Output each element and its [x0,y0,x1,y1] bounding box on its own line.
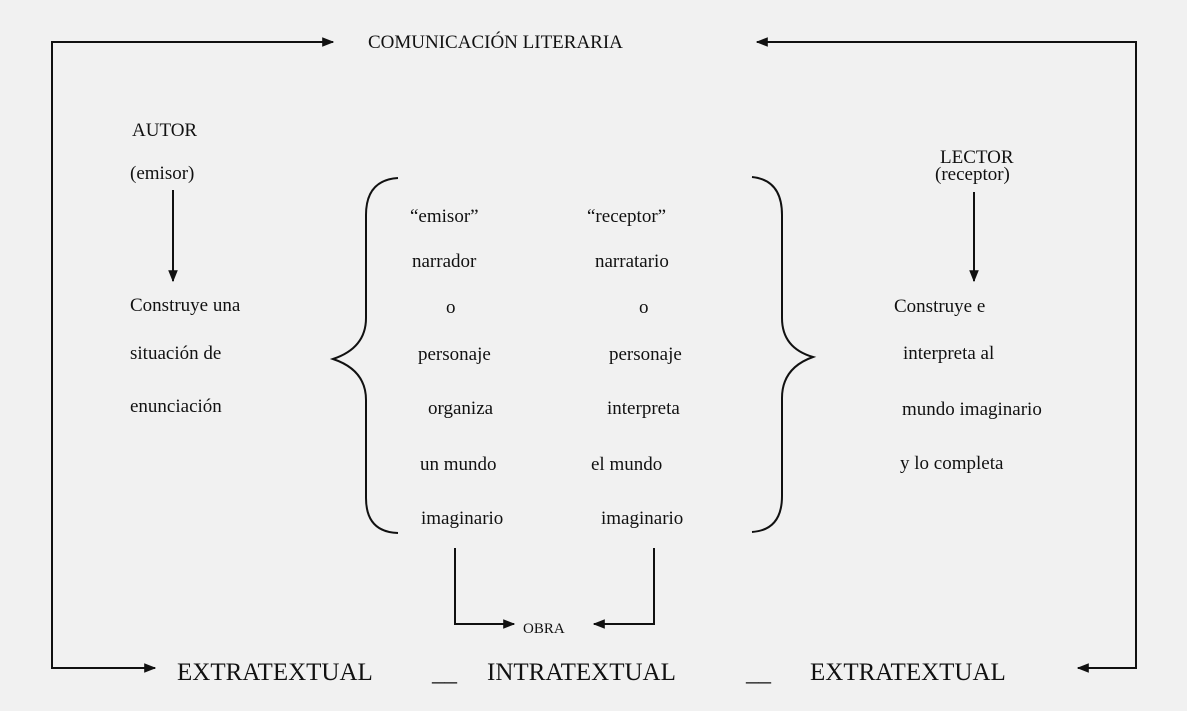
obra-right-arrow [592,548,655,629]
work-right-item: “receptor” [587,206,667,227]
author-description-line: enunciación [130,396,222,417]
obra-label: OBRA [523,621,565,637]
bottom-separator: __ [432,659,457,686]
bottom-extratextual-right: EXTRATEXTUAL [810,659,1006,686]
work-left-item: imaginario [421,508,504,529]
work-left-item: personaje [418,344,491,365]
work-left-item: organiza [428,398,494,419]
author-label: AUTOR [132,120,198,141]
work-right-item: imaginario [601,508,684,529]
bottom-extratextual-left: EXTRATEXTUAL [177,659,373,686]
work-left-item: narrador [412,251,477,272]
bottom-intratextual: INTRATEXTUAL [487,659,676,686]
bottom-separator: __ [746,659,771,686]
work-right-item: narratario [595,251,669,272]
reader-role: (receptor) [935,164,1010,185]
diagram-title: COMUNICACIÓN LITERARIA [368,32,623,53]
left-curly-brace [329,177,399,534]
work-left-item: “emisor” [410,206,479,227]
obra-left-arrow [454,548,516,629]
author-role: (emisor) [130,163,195,184]
right-curly-brace [751,176,817,533]
work-right-item: el mundo [591,454,663,475]
author-description-line: situación de [130,343,222,364]
work-left-item: o [446,297,456,318]
reader-description-line: y lo completa [900,453,1004,474]
work-right-item: personaje [609,344,682,365]
reader-label: LECTOR [940,147,1014,168]
work-left-item: un mundo [420,454,497,475]
work-right-item: o [639,297,649,318]
reader-description-line: mundo imaginario [902,399,1042,420]
author-description-line: Construye una [130,295,241,316]
work-right-item: interpreta [607,398,680,419]
reader-description-line: Construye e [894,296,986,317]
reader-description-line: interpreta al [903,343,995,364]
